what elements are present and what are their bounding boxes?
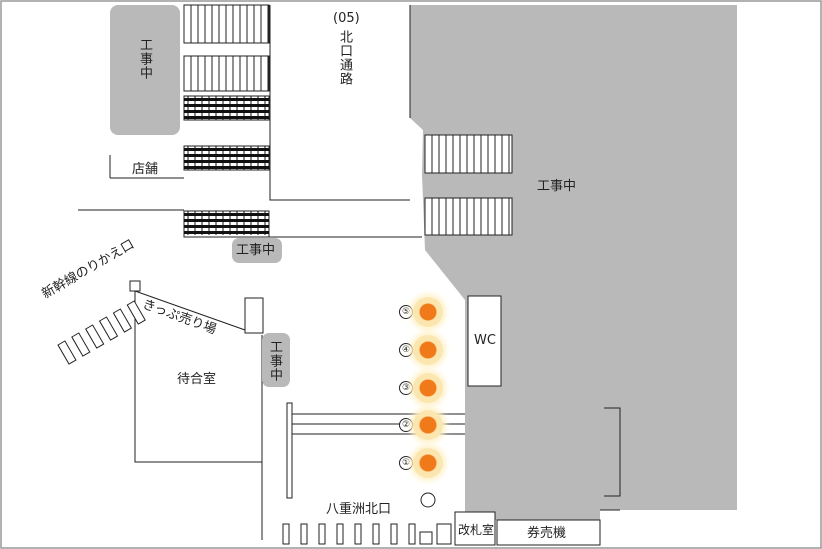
marker-number-5: ⑤ — [399, 305, 413, 319]
construction-label-left: 工事中 — [137, 38, 152, 80]
waiting-room-label: 待合室 — [177, 372, 217, 387]
restroom-label: WC — [474, 333, 496, 348]
construction-label-pill-top: 工事中 — [236, 243, 276, 258]
construction-label-pill-mid: 工事中 — [267, 340, 282, 382]
stairs-right-2 — [424, 197, 513, 236]
construction-pill-top — [232, 238, 282, 263]
shinkansen-gates — [57, 300, 146, 365]
marker-2[interactable] — [413, 410, 443, 440]
marker-number-1: ① — [399, 456, 413, 470]
ticket-machines-label: 券売機 — [527, 526, 567, 541]
marker-number-3: ③ — [399, 381, 413, 395]
construction-area-right — [410, 5, 737, 520]
shop-label: 店舗 — [132, 162, 159, 177]
construction-pill-mid — [262, 333, 290, 387]
marker-4[interactable] — [413, 335, 443, 365]
wc-box — [467, 295, 502, 387]
construction-label-right: 工事中 — [537, 179, 577, 194]
marker-number-2: ② — [399, 418, 413, 432]
exit-name-label: 八重洲北口 — [326, 502, 392, 517]
ticket-machine-area — [496, 519, 601, 546]
north-corridor-code: (05) — [333, 11, 360, 26]
marker-5[interactable] — [413, 297, 443, 327]
north-corridor-name: 北口通路 — [337, 30, 352, 86]
construction-block-left — [110, 5, 180, 135]
ticket-gates-bottom — [282, 523, 452, 545]
marker-number-4: ④ — [399, 343, 413, 357]
gate-office-label: 改札室 — [458, 523, 495, 537]
marker-1[interactable] — [413, 448, 443, 478]
gate-office-box — [454, 511, 496, 546]
stairs-right-1 — [424, 134, 513, 174]
marker-3[interactable] — [413, 373, 443, 403]
